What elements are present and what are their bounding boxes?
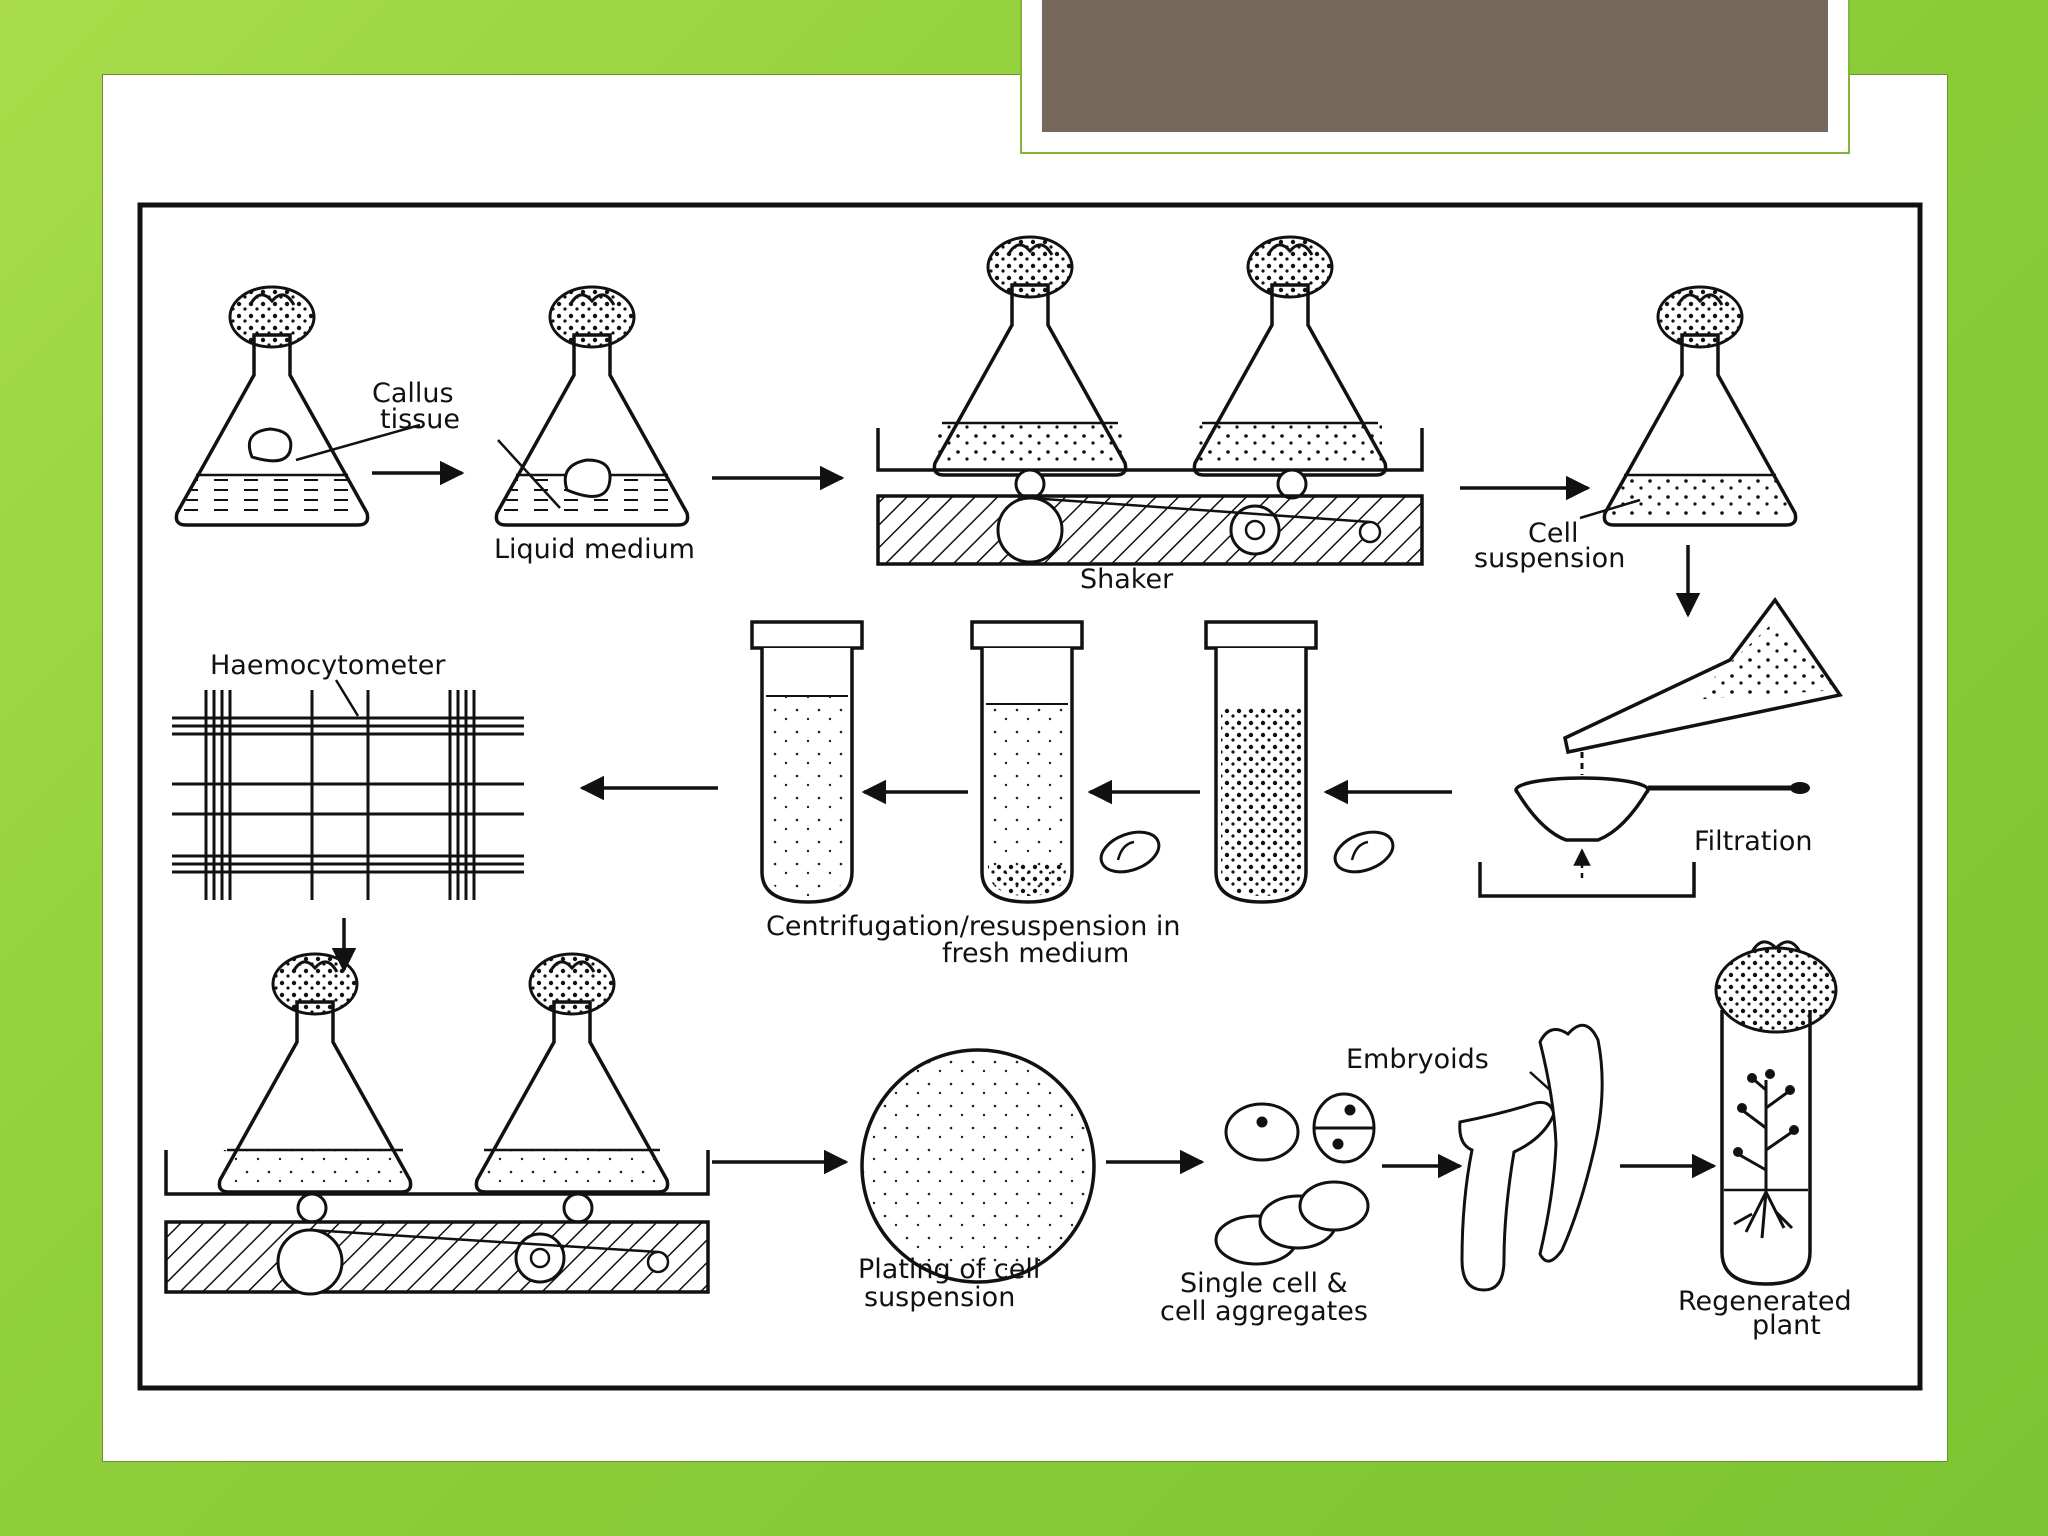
regenerated-plant-tube [1714,940,1838,1286]
label-embryoids: Embryoids [1346,1044,1489,1075]
shaker-top [876,235,1424,566]
cell-pair-left [1099,830,1161,874]
test-tube-2 [970,620,1084,904]
title-frame [1020,0,1850,154]
label-single-cell-2: cell aggregates [1160,1296,1368,1327]
label-tissue: tissue [380,404,460,435]
label-regenerated-2: plant [1752,1310,1821,1341]
plating-dish [860,1048,1096,1284]
filtration-setup [1478,596,1843,898]
shaker-bottom [164,952,710,1296]
flask-callus-2 [494,285,690,527]
label-single-cell-1: Single cell & [1180,1268,1348,1299]
embryoids [1458,1023,1604,1292]
test-tube-3 [1204,620,1318,904]
label-haemocytometer: Haemocytometer [210,650,446,681]
haemocytometer-grid [172,679,524,900]
title-bar [1042,0,1828,132]
single-cells-aggregates [1214,1092,1376,1266]
label-filtration: Filtration [1694,826,1813,857]
label-plating-1: Plating of cell [858,1254,1040,1285]
label-plating-2: suspension [864,1282,1015,1313]
cell-pair-right [1333,830,1395,874]
test-tube-1 [750,620,864,904]
label-regenerated-1: Regenerated [1678,1286,1852,1317]
label-cell: Cell [1528,518,1578,549]
flask-callus-1 [174,285,370,527]
label-centrifugation-1: Centrifugation/resuspension in [766,911,1181,942]
label-callus: Callus [372,378,454,409]
diagram-border [137,202,1923,1391]
label-centrifugation-2: fresh medium [942,938,1129,969]
label-shaker: Shaker [1080,564,1174,595]
flask-cell-suspension [1602,285,1798,527]
label-suspension: suspension [1474,543,1625,574]
label-liquid-medium: Liquid medium [494,534,695,565]
